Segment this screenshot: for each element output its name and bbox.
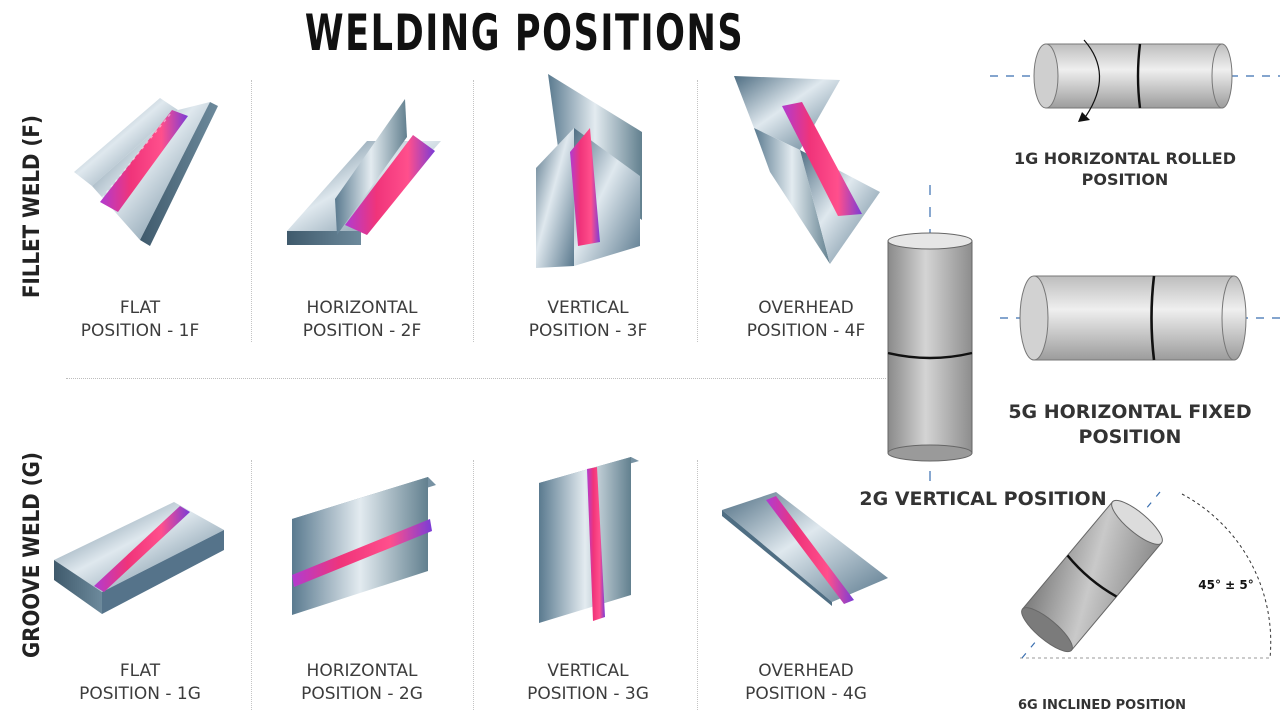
caption-line1: 5G HORIZONTAL FIXED — [1008, 401, 1252, 423]
weld-bead — [766, 496, 854, 604]
vertical-fillet-illustration — [536, 74, 642, 268]
weld-bead — [587, 467, 605, 621]
caption-line2: POSITION - 3F — [528, 321, 648, 341]
plate-edge — [54, 560, 102, 614]
pipe-5g-illustration — [1000, 275, 1280, 361]
caption-line2: POSITION - 2G — [301, 684, 423, 704]
caption-line1: VERTICAL — [547, 298, 629, 318]
pipe-end — [887, 444, 973, 462]
caption-line1: OVERHEAD — [758, 661, 854, 681]
weld-bead — [94, 506, 190, 592]
pipe-body — [1033, 275, 1235, 361]
groove-weld-label: GROOVE WELD (G) — [20, 452, 45, 658]
fillet-weld-label: FILLET WELD (F) — [20, 115, 45, 298]
pipe-opening — [887, 232, 973, 250]
caption-4f: OVERHEAD POSITION - 4F — [706, 297, 906, 343]
caption-line2: POSITION - 1G — [79, 684, 201, 704]
caption-line1: OVERHEAD — [758, 298, 854, 318]
row-divider — [66, 378, 886, 379]
weld-seam — [887, 351, 973, 360]
pipe-body — [1045, 43, 1223, 109]
caption-pipe-2g: 2G VERTICAL POSITION — [859, 488, 1107, 510]
divider — [251, 80, 252, 342]
plate-edge — [140, 102, 218, 246]
caption-line2: POSITION - 2F — [302, 321, 422, 341]
plate-edge — [287, 231, 361, 245]
caption-line2: POSITION — [1081, 170, 1169, 189]
pipe-1g-illustration — [990, 39, 1280, 122]
overhead-groove-illustration — [722, 492, 888, 606]
plate — [536, 128, 574, 268]
angle-arc — [1181, 493, 1272, 659]
divider — [697, 80, 698, 342]
caption-2g: HORIZONTAL POSITION - 2G — [262, 660, 462, 706]
pipe-end — [1021, 607, 1073, 653]
pipe-end — [1211, 43, 1233, 109]
caption-line2: POSITION — [1078, 426, 1182, 448]
overhead-fillet-illustration — [734, 76, 880, 264]
plate — [754, 128, 830, 264]
divider — [697, 460, 698, 710]
caption-line2: POSITION - 4F — [746, 321, 866, 341]
weld-bead — [345, 135, 435, 235]
caption-3f: VERTICAL POSITION - 3F — [488, 297, 688, 343]
rotation-arrow — [1083, 39, 1101, 117]
weld-bead — [100, 110, 188, 212]
plate-edge — [102, 530, 224, 614]
weld-seam — [1066, 554, 1118, 598]
horizontal-fillet-illustration — [287, 99, 441, 245]
caption-line1: HORIZONTAL — [306, 298, 418, 318]
caption-line2: POSITION - 1F — [80, 321, 200, 341]
caption-line1: VERTICAL — [547, 661, 629, 681]
caption-line2: POSITION - 4G — [745, 684, 867, 704]
caption-line1: FLAT — [119, 298, 161, 318]
caption-line1: HORIZONTAL — [306, 661, 418, 681]
angle-label: 45° ± 5° — [1198, 578, 1254, 592]
weld-seam — [1136, 43, 1142, 109]
page-title: WELDING POSITIONS — [304, 4, 745, 62]
weld-bead — [292, 519, 432, 587]
vertical-groove-illustration — [539, 457, 639, 623]
caption-pipe-5g: 5G HORIZONTAL FIXED POSITION — [1005, 400, 1255, 450]
pipe-6g-illustration — [1020, 491, 1272, 659]
weld-seam — [1150, 275, 1156, 361]
divider — [473, 460, 474, 710]
divider — [251, 460, 252, 710]
caption-line2: POSITION - 3G — [527, 684, 649, 704]
caption-line1: 1G HORIZONTAL ROLLED — [1013, 149, 1237, 168]
caption-pipe-6g: 6G INCLINED POSITION — [1017, 698, 1187, 713]
caption-4g: OVERHEAD POSITION - 4G — [706, 660, 906, 706]
divider — [473, 80, 474, 342]
flat-groove-illustration — [54, 502, 224, 614]
pipe-opening — [1033, 43, 1059, 109]
plate — [292, 477, 428, 615]
flat-fillet-illustration — [74, 98, 218, 246]
caption-pipe-1g: 1G HORIZONTAL ROLLED POSITION — [1005, 148, 1245, 190]
caption-3g: VERTICAL POSITION - 3G — [488, 660, 688, 706]
caption-1f: FLAT POSITION - 1F — [40, 297, 240, 343]
pipe-opening — [1111, 499, 1163, 545]
plate — [74, 98, 178, 186]
caption-line1: FLAT — [119, 661, 161, 681]
pipe-end — [1221, 275, 1247, 361]
pipe-2g-illustration — [887, 185, 973, 485]
caption-2f: HORIZONTAL POSITION - 2F — [262, 297, 462, 343]
plate — [335, 99, 407, 235]
pipe-opening — [1019, 275, 1049, 361]
weld-bead — [570, 128, 600, 246]
pipe-body — [887, 240, 973, 454]
weld-bead — [782, 102, 862, 216]
plate — [539, 457, 631, 623]
plate-edge — [722, 510, 832, 606]
horizontal-groove-illustration — [292, 477, 436, 615]
arrow-head-icon — [1078, 112, 1090, 122]
caption-1g: FLAT POSITION - 1G — [40, 660, 240, 706]
